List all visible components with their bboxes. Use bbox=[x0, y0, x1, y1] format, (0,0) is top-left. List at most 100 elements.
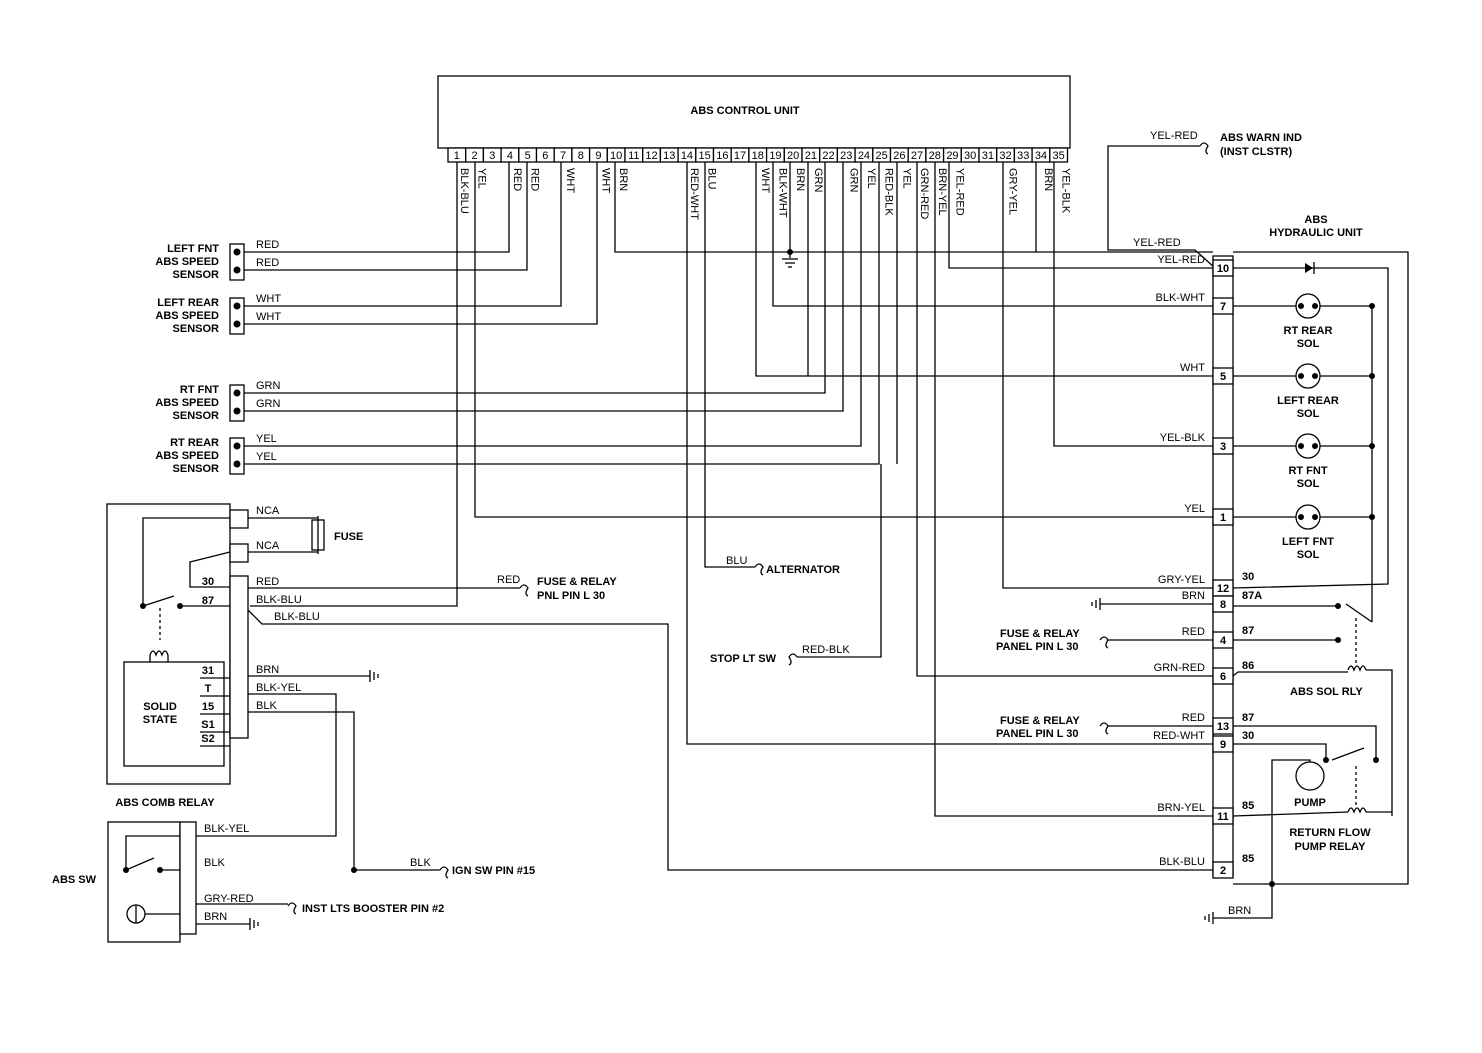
sensor-label-3: SENSOR bbox=[173, 323, 220, 335]
sensor-label-3: SENSOR bbox=[173, 410, 220, 422]
sensor-connector bbox=[229, 384, 245, 422]
ecu-wire-label: RED bbox=[529, 168, 541, 191]
ecu-wire-label: YEL-BLK bbox=[1060, 168, 1072, 214]
relay-term-30b: 30 bbox=[1242, 730, 1254, 742]
solenoid-label-2: SOL bbox=[1297, 338, 1320, 350]
ecu-pin-number: 28 bbox=[929, 150, 941, 162]
sensor-wire-a: GRN bbox=[256, 380, 281, 392]
relay-terminal-label: 31 bbox=[202, 665, 214, 677]
solenoid-label-2: SOL bbox=[1297, 478, 1320, 490]
ecu-wire-label: BRN bbox=[617, 168, 629, 191]
relay-term-87: 87 bbox=[1242, 625, 1254, 637]
sensor-label-1: LEFT REAR bbox=[157, 297, 219, 309]
hydraulic-pin-number: 8 bbox=[1220, 599, 1226, 611]
ecu-pin-number: 8 bbox=[578, 150, 584, 162]
ecu-wire-label: RED bbox=[511, 168, 523, 191]
relay-terminal-label: 15 bbox=[202, 701, 214, 713]
ecu-pin-cell bbox=[1049, 147, 1069, 163]
ecu-wire-label: RED-WHT bbox=[688, 168, 700, 220]
rfp-relay-line2: PUMP RELAY bbox=[1295, 841, 1367, 853]
ecu-wire-label: YEL bbox=[476, 168, 488, 189]
relay-term-87a: 87A bbox=[1242, 590, 1262, 602]
ecu-wire-label: GRN bbox=[847, 168, 859, 193]
relay-term-85b: 85 bbox=[1242, 853, 1254, 865]
sensor-wire-b: GRN bbox=[256, 398, 281, 410]
solid-state-line1: SOLID bbox=[143, 701, 177, 713]
ecu-wires bbox=[240, 145, 1216, 817]
ecu-pin-number: 21 bbox=[805, 150, 817, 162]
sensor-label-1: LEFT FNT bbox=[167, 243, 219, 255]
solenoid-label-2: SOL bbox=[1297, 549, 1320, 561]
ecu-pin-number: 26 bbox=[893, 150, 905, 162]
hydraulic-pin-wire: RED bbox=[1182, 626, 1205, 638]
ecu-pin-number: 33 bbox=[1017, 150, 1029, 162]
ecu-pin-number: 22 bbox=[822, 150, 834, 162]
pin10-top-wire: YEL-RED bbox=[1133, 237, 1181, 249]
ecu-pin-number: 17 bbox=[734, 150, 746, 162]
relay-terminal-label: 30 bbox=[202, 576, 214, 588]
ign-wire-label: BLK bbox=[410, 857, 431, 869]
ecu-wire-label: BLK-WHT bbox=[776, 168, 788, 218]
ecu-pin-number: 1 bbox=[454, 150, 460, 162]
abs-sw-wire-2: BLK bbox=[204, 857, 225, 869]
sensor-wire-b: YEL bbox=[256, 451, 277, 463]
solenoid-label-1: RT REAR bbox=[1284, 325, 1333, 337]
hydraulic-pin-wire: BLK-BLU bbox=[1159, 856, 1205, 868]
fuse-relay-pnl-line2: PNL PIN L 30 bbox=[537, 590, 605, 602]
pump-label: PUMP bbox=[1294, 797, 1326, 809]
relay-terminal-label: T bbox=[205, 683, 212, 695]
ecu-pin-number: 14 bbox=[681, 150, 693, 162]
ecu-wire-label: GRN bbox=[812, 168, 824, 193]
wire-15-label: BLK bbox=[256, 700, 277, 712]
sensor-label-2: ABS SPEED bbox=[155, 310, 219, 322]
sensor-wire-a: WHT bbox=[256, 293, 281, 305]
hydraulic-pin-number: 10 bbox=[1217, 263, 1229, 275]
fuse-relay-red-label: RED bbox=[497, 574, 520, 586]
fuse-label: FUSE bbox=[334, 531, 363, 543]
hydraulic-pin-wire: YEL-BLK bbox=[1160, 432, 1206, 444]
relay-terminal-label: S1 bbox=[201, 719, 214, 731]
stop-lt-wire-label: RED-BLK bbox=[802, 644, 850, 656]
sensor-wire-a: RED bbox=[256, 239, 279, 251]
fuse-relay-b-line2: PANEL PIN L 30 bbox=[996, 728, 1079, 740]
ecu-wire-label: BRN-YEL bbox=[936, 168, 948, 216]
alternator-label: ALTERNATOR bbox=[766, 564, 840, 576]
hydraulic-pin-wire: GRY-YEL bbox=[1158, 574, 1205, 586]
abs-warn-wire-label: YEL-RED bbox=[1150, 130, 1198, 142]
wire-31-label: BRN bbox=[256, 664, 279, 676]
inst-lts-label: INST LTS BOOSTER PIN #2 bbox=[302, 903, 444, 915]
sensor-label-1: RT REAR bbox=[170, 437, 219, 449]
sensor-wire-a: YEL bbox=[256, 433, 277, 445]
nca-label-2: NCA bbox=[256, 540, 280, 552]
ecu-pin-number: 11 bbox=[628, 150, 639, 162]
abs-switch: ABS SW BLK-YEL BLK GRY-RED BRN bbox=[52, 821, 288, 943]
sensor-label-2: ABS SPEED bbox=[155, 450, 219, 462]
relay-term-85a: 85 bbox=[1242, 800, 1254, 812]
hydraulic-pin-wire: YEL bbox=[1184, 503, 1205, 515]
hydraulic-pin-wire: BRN bbox=[1182, 590, 1205, 602]
ecu-pin-number: 35 bbox=[1053, 150, 1065, 162]
hydraulic-pin-number: 6 bbox=[1220, 671, 1226, 683]
fuse-relay-a-line2: PANEL PIN L 30 bbox=[996, 641, 1079, 653]
sensor-label-3: SENSOR bbox=[173, 463, 220, 475]
comb-relay-title: ABS COMB RELAY bbox=[115, 797, 215, 809]
wire-T-label: BLK-YEL bbox=[256, 682, 301, 694]
ecu-wire-label: YEL bbox=[865, 168, 877, 189]
ecu-wire-label: BRN bbox=[1042, 168, 1054, 191]
ign-sw-label: IGN SW PIN #15 bbox=[452, 865, 535, 877]
ecu-wire-label: GRY-YEL bbox=[1007, 168, 1019, 215]
solenoid-label-1: LEFT FNT bbox=[1282, 536, 1334, 548]
wire-87-label: BLK-BLU bbox=[256, 594, 302, 606]
rfp-relay-line1: RETURN FLOW bbox=[1289, 827, 1371, 839]
ecu-pin-number: 7 bbox=[560, 150, 566, 162]
ecu-pin-number: 16 bbox=[716, 150, 728, 162]
